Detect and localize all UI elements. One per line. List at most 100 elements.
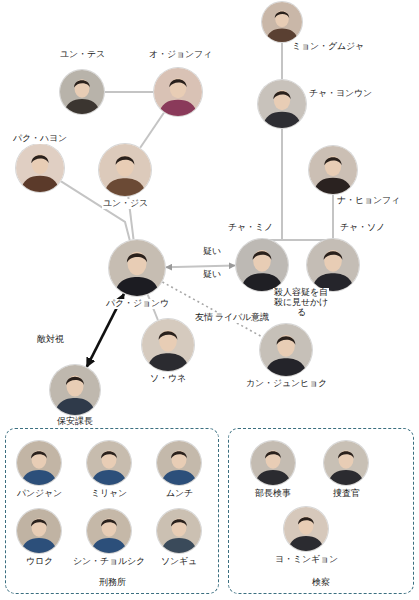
portrait-photo: [251, 441, 295, 485]
relation-label: 疑い: [202, 247, 222, 257]
character-node: ムンチ: [157, 441, 201, 485]
portrait-circle: [324, 441, 368, 485]
character-node: シン・チョルシク: [87, 509, 131, 553]
annotation: 殺人容疑を自殺に見せかける: [273, 288, 329, 317]
character-name: ウロク: [25, 557, 54, 567]
group-title: 検察: [229, 576, 413, 589]
character-name: パク・ハヨン: [12, 134, 68, 144]
portrait-photo: [154, 68, 202, 116]
portrait-circle: [284, 507, 328, 551]
character-name: パンジャン: [16, 489, 63, 499]
portrait-photo: [284, 507, 328, 551]
group-box: 刑務所パンジャンミリャンムンチウロクシン・チョルシクソンギュ: [5, 428, 219, 594]
character-name: 部長検事: [254, 489, 292, 499]
character-node: オ・ジョンフィ: [154, 68, 202, 116]
portrait-photo: [236, 239, 288, 291]
character-name: パク・ジョンウ: [105, 299, 170, 309]
portrait-photo: [157, 441, 201, 485]
portrait-photo: [309, 146, 357, 194]
character-name: チャ・ヨンウン: [308, 89, 373, 99]
character-node: ユン・ジス: [99, 144, 151, 196]
portrait-photo: [99, 144, 151, 196]
character-node: カン・ジュンヒョク: [260, 324, 312, 376]
portrait-photo: [307, 239, 359, 291]
portrait-circle: [16, 144, 64, 192]
portrait-circle: [87, 441, 131, 485]
character-node: ミリャン: [87, 441, 131, 485]
portrait-photo: [258, 80, 306, 128]
character-name: ムンチ: [165, 489, 194, 499]
character-node: 部長検事: [251, 441, 295, 485]
portrait-circle: [60, 70, 104, 114]
portrait-photo: [142, 319, 194, 371]
portrait-circle: [109, 240, 165, 296]
character-node: ソンギュ: [157, 509, 201, 553]
character-name: チャ・ソノ: [339, 223, 386, 233]
portrait-circle: [157, 509, 201, 553]
character-node: パンジャン: [17, 441, 61, 485]
character-node: チャ・ヨンウン: [258, 80, 306, 128]
portrait-circle: [236, 239, 288, 291]
character-name: シン・チョルシク: [72, 557, 146, 567]
relation-line: [166, 266, 235, 268]
portrait-circle: [258, 80, 306, 128]
portrait-circle: [154, 68, 202, 116]
character-node: パク・ジョンウ: [109, 240, 165, 296]
character-name: オ・ジョンフィ: [148, 50, 213, 60]
portrait-photo: [87, 441, 131, 485]
character-name: ソ・ウネ: [149, 374, 187, 384]
character-node: チャ・ソノ: [307, 239, 359, 291]
portrait-photo: [87, 509, 131, 553]
portrait-circle: [251, 441, 295, 485]
relation-label: 敵対視: [36, 335, 65, 345]
character-name: ユン・テス: [59, 50, 106, 60]
character-node: ソ・ウネ: [142, 319, 194, 371]
character-name: ヨ・ミンギョン: [274, 555, 339, 565]
relation-label: 友情 ライバル意識: [194, 313, 271, 323]
portrait-circle: [99, 144, 151, 196]
portrait-photo: [17, 441, 61, 485]
portrait-photo: [324, 441, 368, 485]
portrait-photo: [16, 144, 64, 192]
portrait-circle: [260, 324, 312, 376]
relation-line: [332, 195, 334, 238]
portrait-circle: [50, 365, 100, 415]
character-node: チャ・ミノ: [236, 239, 288, 291]
character-name: ナ・ヒョンフィ: [336, 196, 401, 206]
character-node: ユン・テス: [60, 70, 104, 114]
group-box: 検察部長検事捜査官ヨ・ミンギョン: [228, 428, 414, 594]
character-node: ミョン・グムジャ: [262, 2, 302, 42]
portrait-circle: [17, 441, 61, 485]
character-node: ナ・ヒョンフィ: [309, 146, 357, 194]
portrait-photo: [60, 70, 104, 114]
portrait-circle: [309, 146, 357, 194]
portrait-circle: [17, 509, 61, 553]
relation-line: [105, 91, 153, 93]
character-name: ミョン・グムジャ: [291, 42, 365, 52]
character-name: ユン・ジス: [102, 199, 149, 209]
portrait-photo: [50, 365, 100, 415]
portrait-photo: [157, 509, 201, 553]
character-name: ミリャン: [90, 489, 128, 499]
group-title: 刑務所: [6, 576, 218, 589]
portrait-circle: [142, 319, 194, 371]
relation-line: [140, 113, 164, 148]
character-node: ウロク: [17, 509, 61, 553]
annotation: 疑い: [202, 270, 222, 280]
portrait-circle: [307, 239, 359, 291]
portrait-photo: [109, 240, 165, 296]
character-node: パク・ハヨン: [16, 144, 64, 192]
portrait-circle: [262, 2, 302, 42]
portrait-circle: [157, 441, 201, 485]
character-name: ソンギュ: [160, 557, 198, 567]
portrait-photo: [262, 2, 302, 42]
character-name: カン・ジュンヒョク: [245, 379, 328, 389]
character-name: 捜査官: [332, 489, 361, 499]
relation-line: [281, 43, 283, 79]
portrait-photo: [17, 509, 61, 553]
character-node: ヨ・ミンギョン: [284, 507, 328, 551]
character-name: 保安課長: [56, 417, 94, 427]
character-name: チャ・ミノ: [227, 223, 274, 233]
character-node: 保安課長: [50, 365, 100, 415]
